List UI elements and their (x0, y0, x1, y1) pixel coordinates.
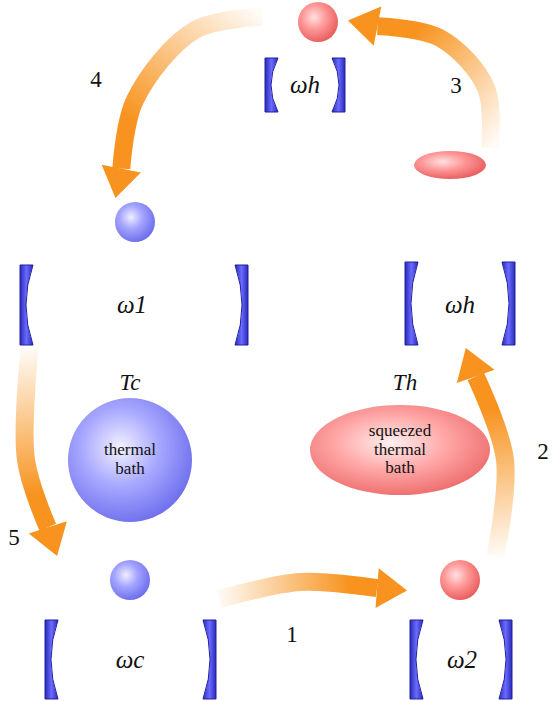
step-number: 2 (537, 439, 549, 465)
step-number: 5 (8, 525, 20, 551)
arrow-shaft (219, 582, 377, 599)
frequency-label: ω2 (447, 646, 477, 674)
node-illustration (43, 556, 219, 700)
oscillator-sphere (298, 2, 338, 42)
cavity-node: ωh (262, 0, 348, 114)
process-arrow (25, 348, 67, 556)
cavity-node: ωc (43, 556, 219, 700)
node-illustration (18, 198, 250, 348)
node-illustration (407, 556, 515, 700)
temperature-label: Th (393, 370, 417, 396)
cavity-node: ω2 (407, 556, 515, 700)
process-arrow (348, 6, 491, 148)
cavity-node: ω1 (18, 198, 250, 348)
step-number: 4 (90, 67, 102, 93)
cavity-node: Th squeezed thermal bath (308, 366, 492, 496)
arrow-head (376, 568, 407, 608)
oscillator-sphere (440, 560, 480, 600)
oscillator-sphere (110, 560, 150, 600)
cavity-node: ωh (402, 148, 518, 348)
arrow-shaft (377, 26, 491, 148)
arrow-head (102, 165, 141, 198)
cavity-node: Tc thermal bath (66, 366, 194, 524)
cavity-mirror (20, 265, 33, 345)
frequency-label: ωc (116, 646, 145, 674)
arrow-shaft (25, 348, 48, 527)
temperature-label: Tc (120, 370, 141, 396)
cavity-mirror (235, 265, 248, 345)
frequency-label: ωh (290, 71, 320, 99)
step-number: 1 (286, 622, 298, 648)
frequency-label: ωh (445, 291, 475, 319)
cavity-mirror (502, 262, 515, 345)
bath-shape (310, 405, 490, 495)
bath-shape (68, 398, 192, 522)
cavity-mirror (410, 620, 423, 699)
arrow-head (348, 6, 381, 45)
bath-label: squeezed thermal bath (360, 422, 440, 478)
step-number: 3 (450, 73, 462, 99)
arrow-head (457, 348, 495, 383)
arrow-shaft (121, 17, 262, 168)
cavity-mirror (265, 58, 278, 112)
cavity-mirror (405, 262, 418, 345)
frequency-label: ω1 (117, 291, 147, 319)
cavity-mirror (45, 620, 58, 699)
bath-label: thermal bath (95, 441, 165, 478)
cavity-mirror (499, 620, 512, 699)
arrow-head (29, 521, 67, 556)
squeezed-state (414, 151, 486, 179)
cavity-mirror (332, 58, 345, 112)
cavity-mirror (203, 620, 216, 699)
process-arrow (219, 568, 407, 608)
connector-group (25, 6, 506, 608)
process-arrow (102, 17, 262, 198)
oscillator-sphere (115, 202, 155, 242)
